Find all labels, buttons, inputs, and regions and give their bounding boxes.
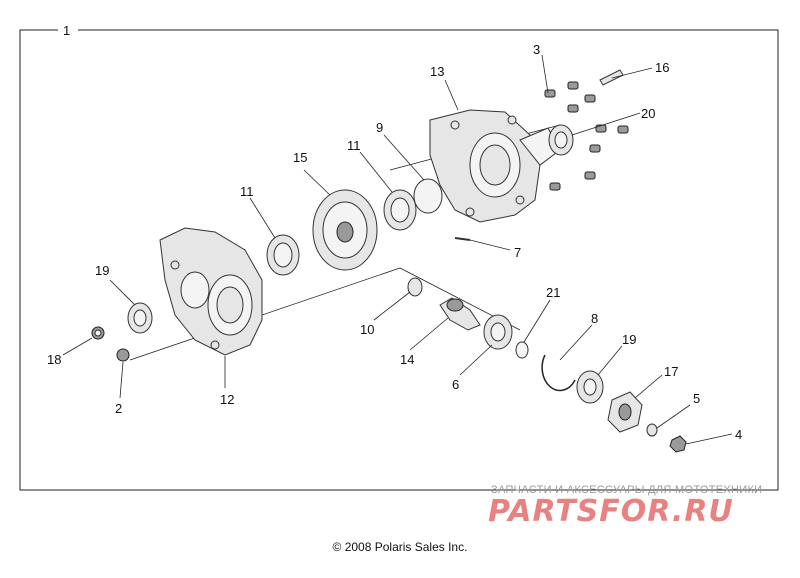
callout-14: 14 xyxy=(400,352,414,367)
small-o-ring xyxy=(515,341,529,359)
leader-21 xyxy=(523,299,551,343)
watermark-logo: PARTSFOR.RU xyxy=(488,494,734,529)
leader-2 xyxy=(119,361,124,399)
leader-15 xyxy=(303,169,331,196)
pinion-bearing xyxy=(483,314,513,350)
leader-9 xyxy=(373,291,411,321)
seal-right xyxy=(548,124,574,156)
callout-19-left: 19 xyxy=(95,263,109,278)
callout-15: 15 xyxy=(293,150,307,165)
o-ring xyxy=(413,178,443,214)
leader-8 xyxy=(383,134,425,181)
leader-11-lower xyxy=(249,197,276,239)
callout-21: 21 xyxy=(546,285,560,300)
leader-16 xyxy=(611,67,653,79)
leader-19-right xyxy=(571,112,641,136)
callout-13: 13 xyxy=(430,64,444,79)
callout-12: 12 xyxy=(220,392,234,407)
left-housing xyxy=(159,227,263,356)
callout-8: 9 xyxy=(376,120,383,135)
callout-1: 1 xyxy=(63,23,70,38)
callout-5: 5 xyxy=(693,391,700,406)
leader-11-upper xyxy=(359,151,393,193)
leader-10 xyxy=(459,344,493,376)
copyright-text: © 2008 Polaris Sales Inc. xyxy=(332,540,468,554)
output-seal xyxy=(576,370,604,404)
callout-16: 16 xyxy=(655,60,669,75)
plug xyxy=(91,326,105,340)
watermark-tagline: ЗАПЧАСТИ И АКСЕССУАРЫ ДЛЯ МОТОТЕХНИКИ xyxy=(491,484,763,496)
pinion-gear xyxy=(439,297,481,331)
bearing-lower xyxy=(266,234,300,276)
output-flange xyxy=(607,391,643,433)
leader-7 xyxy=(559,324,593,361)
leader-5 xyxy=(656,404,691,429)
callout-10: 6 xyxy=(452,377,459,392)
callout-3: 3 xyxy=(533,42,540,57)
callout-18: 18 xyxy=(47,352,61,367)
washer xyxy=(646,423,658,437)
leader-17 xyxy=(634,374,663,399)
callout-9: 10 xyxy=(360,322,374,337)
leader-19-left xyxy=(109,279,136,306)
callout-7: 8 xyxy=(591,311,598,326)
callout-17: 17 xyxy=(664,364,678,379)
leader-3 xyxy=(541,54,549,94)
right-housing xyxy=(429,109,561,223)
callout-19-right: 20 xyxy=(641,106,655,121)
leader-6 xyxy=(469,239,511,251)
callout-6: 7 xyxy=(514,245,521,260)
leader-14 xyxy=(409,317,449,351)
nut xyxy=(669,435,687,453)
diagram-frame xyxy=(19,29,779,491)
ring-gear xyxy=(312,189,378,271)
bearing-upper xyxy=(383,189,417,231)
callout-2: 2 xyxy=(115,401,122,416)
callout-20: 19 xyxy=(622,332,636,347)
callout-4: 4 xyxy=(735,427,742,442)
snap-ring xyxy=(541,354,576,392)
callout-11-lower: 11 xyxy=(240,184,254,199)
dowel-pin xyxy=(454,237,471,241)
leader-4 xyxy=(685,433,733,445)
seal-left xyxy=(127,302,153,334)
spacer xyxy=(407,277,423,297)
leader-13 xyxy=(444,79,459,111)
callout-11-upper: 11 xyxy=(347,138,361,153)
leader-20 xyxy=(597,345,623,376)
bolt-group xyxy=(544,81,629,191)
leader-18 xyxy=(62,337,93,356)
assembly-axis-line xyxy=(129,267,401,361)
vent-fitting xyxy=(599,69,624,86)
drain-plug xyxy=(116,348,130,362)
